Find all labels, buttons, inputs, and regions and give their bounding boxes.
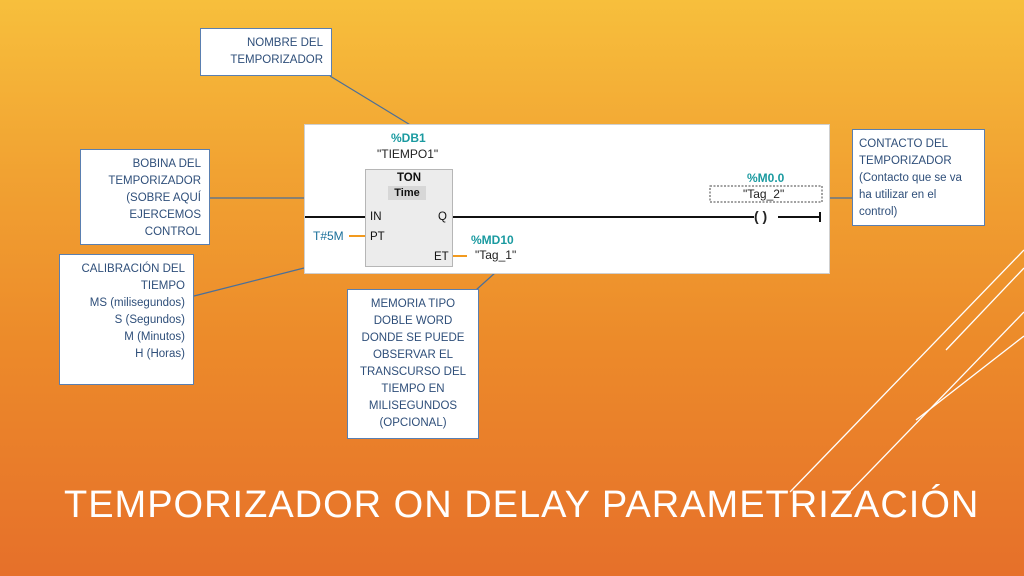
ladder-network: %DB1 "TIEMPO1" TON Time IN Q PT ET T#5M … xyxy=(304,124,830,274)
callout-memoria-line: DOBLE WORD xyxy=(373,315,453,327)
callout-contacto-line: control) xyxy=(859,206,898,218)
callout-bobina-line: EJERCEMOS xyxy=(129,209,201,221)
coil-tag[interactable]: "Tag_2" xyxy=(743,187,785,201)
callout-memoria-line: OBSERVAR EL xyxy=(372,349,454,361)
et-tag[interactable]: "Tag_1" xyxy=(475,248,517,262)
callout-contacto-line: CONTACTO DEL xyxy=(859,138,949,150)
connector-nombre xyxy=(329,75,413,127)
callout-memoria-line: (OPCIONAL) xyxy=(379,417,447,429)
callout-bobina: BOBINA DEL TEMPORIZADOR (SOBRE AQUÍ EJER… xyxy=(80,149,210,245)
callout-contacto-line: TEMPORIZADOR xyxy=(859,155,952,167)
pin-pt: PT xyxy=(370,231,385,243)
pt-value[interactable]: T#5M xyxy=(313,229,344,243)
callout-calibracion-line: TIEMPO xyxy=(140,280,185,292)
callout-bobina-line: CONTROL xyxy=(144,226,201,238)
coil-tag-box xyxy=(709,185,823,203)
db-name: "TIEMPO1" xyxy=(377,147,439,161)
callout-nombre: NOMBRE DEL TEMPORIZADOR xyxy=(200,28,332,76)
callout-nombre-line: NOMBRE DEL xyxy=(246,37,323,49)
et-address: %MD10 xyxy=(471,233,514,247)
callout-connectors xyxy=(193,75,852,297)
callout-contacto-line: ha utilizar en el xyxy=(859,189,937,201)
diagonal-decoration xyxy=(789,249,1024,501)
callout-nombre-line: TEMPORIZADOR xyxy=(230,54,323,66)
coil-address: %M0.0 xyxy=(747,171,785,185)
ton-block[interactable]: TON Time IN Q PT ET xyxy=(365,169,453,267)
callout-memoria-line: MEMORIA TIPO xyxy=(370,298,456,310)
callout-calibracion-line: M (Minutos) xyxy=(124,331,185,343)
pin-q: Q xyxy=(438,211,447,223)
callout-memoria: MEMORIA TIPO DOBLE WORD DONDE SE PUEDE O… xyxy=(347,289,479,439)
callout-calibracion-line: CALIBRACIÓN DEL xyxy=(81,263,185,275)
callout-bobina-line: TEMPORIZADOR xyxy=(108,175,201,187)
ton-block-type: TON xyxy=(396,172,422,184)
callout-memoria-line: TRANSCURSO DEL xyxy=(359,366,467,378)
connector-memoria xyxy=(475,271,497,291)
ton-block-subtype: Time xyxy=(388,186,426,200)
callout-calibracion-line: S (Segundos) xyxy=(114,314,185,326)
callout-contacto-line: (Contacto que se va xyxy=(859,172,962,184)
callout-memoria-line: TIEMPO EN xyxy=(381,383,445,395)
callout-memoria-line: MILISEGUNDOS xyxy=(368,400,458,412)
coil-symbol[interactable]: ( ) xyxy=(754,208,768,224)
callout-memoria-line: DONDE SE PUEDE xyxy=(361,332,465,344)
callout-calibracion: CALIBRACIÓN DEL TIEMPO MS (milisegundos)… xyxy=(59,254,194,385)
connector-calibracion xyxy=(193,267,305,297)
callout-bobina-line: (SOBRE AQUÍ xyxy=(126,192,201,204)
ladder-wiring xyxy=(305,185,823,257)
slide-title: TEMPORIZADOR ON DELAY PARAMETRIZACIÓN xyxy=(64,484,980,526)
db-address: %DB1 xyxy=(391,131,426,145)
callout-bobina-line: BOBINA DEL xyxy=(132,158,201,170)
pin-in: IN xyxy=(370,211,382,223)
callout-contacto: CONTACTO DEL TEMPORIZADOR (Contacto que … xyxy=(852,129,985,226)
pin-et: ET xyxy=(434,251,449,263)
callout-calibracion-line: MS (milisegundos) xyxy=(89,297,185,309)
callout-calibracion-line: H (Horas) xyxy=(135,348,185,360)
